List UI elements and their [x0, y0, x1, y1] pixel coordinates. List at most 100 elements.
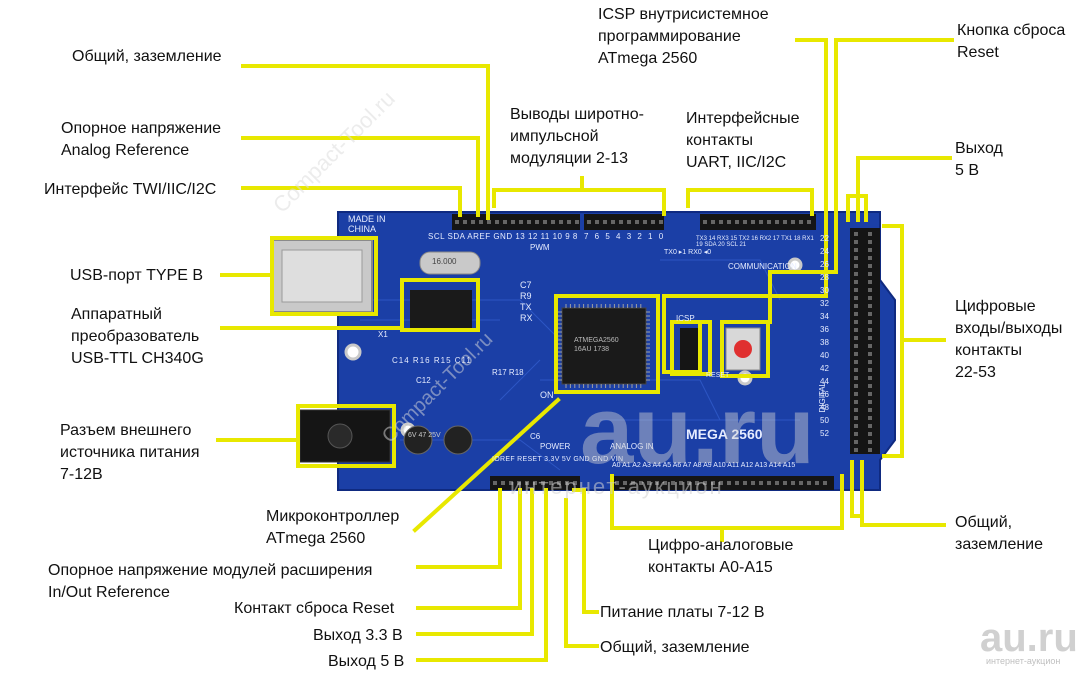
- pin-hole: [711, 220, 715, 224]
- board-icsp: ICSP: [676, 314, 695, 323]
- pin-hole: [541, 481, 545, 485]
- pin-hole: [643, 220, 647, 224]
- label-out5-right: Выход 5 В: [955, 138, 1003, 182]
- pin-hole: [759, 481, 763, 485]
- board-text: R18: [508, 368, 524, 377]
- pin-hole: [535, 220, 539, 224]
- pin-hole: [503, 220, 507, 224]
- pin-hole: [615, 481, 619, 485]
- pin-hole: [791, 481, 795, 485]
- label-line: источника питания: [60, 444, 200, 461]
- pin-hole: [854, 368, 858, 372]
- label-line: ATmega 2560: [598, 50, 698, 67]
- board-made-in: MADE IN CHINA: [348, 214, 386, 234]
- pin-hole: [854, 352, 858, 356]
- pin-hole: [557, 481, 561, 485]
- pin-hole: [525, 481, 529, 485]
- pin-hole: [854, 392, 858, 396]
- label-line: ICSP внутрисистемное: [598, 6, 769, 23]
- board-comm-pins: TX3 14 RX3 15 TX2 16 RX2 17 TX1 18 RX1 1…: [696, 236, 814, 248]
- pin-hole: [767, 481, 771, 485]
- label-line: Опорное напряжение модулей расширения: [48, 562, 373, 579]
- label-power-jack: Разъем внешнего источника питания 7-12В: [60, 420, 200, 486]
- pin-hole: [868, 392, 872, 396]
- board-digital-numbers: 22 24 26 28 30 32 34 36 38 40 42 44 46 4…: [820, 234, 829, 438]
- board-c6: C6: [530, 432, 541, 441]
- pin-hole: [471, 220, 475, 224]
- pin-hole: [868, 288, 872, 292]
- pin-hole: [868, 320, 872, 324]
- pin-hole: [783, 220, 787, 224]
- label-out5-bottom: Выход 5 В: [328, 651, 404, 673]
- pin-hole: [727, 220, 731, 224]
- label-line: Reset: [957, 44, 999, 61]
- label-line: Выход: [955, 140, 1003, 157]
- label-line: программирование: [598, 28, 741, 45]
- pin-hole: [743, 220, 747, 224]
- board-text: CHINA: [348, 224, 377, 234]
- label-line: Микроконтроллер: [266, 508, 400, 525]
- pin-hole: [663, 481, 667, 485]
- pin-hole: [567, 220, 571, 224]
- watermark-corner-sub: интернет-аукцион: [986, 656, 1061, 666]
- pin-hole: [573, 481, 577, 485]
- pin-hole: [635, 220, 639, 224]
- pin-hole: [543, 220, 547, 224]
- board-communication: COMMUNICATION: [728, 262, 797, 271]
- label-aref: Опорное напряжение Analog Reference: [61, 118, 221, 162]
- pin-hole: [659, 220, 663, 224]
- pin-hole: [868, 424, 872, 428]
- pin-hole: [799, 220, 803, 224]
- pin-hole: [671, 481, 675, 485]
- board-power: POWER: [540, 442, 571, 451]
- pin-hole: [854, 416, 858, 420]
- label-pwm: Выводы широтно- импульсной модуляции 2-1…: [510, 104, 644, 170]
- dc-jack-pin: [327, 423, 353, 449]
- pin-hole: [868, 368, 872, 372]
- label-line: Общий, заземление: [72, 48, 222, 65]
- board-text: R17: [492, 368, 507, 377]
- label-line: USB-TTL CH340G: [71, 350, 204, 367]
- label-line: Выход 5 В: [328, 653, 405, 670]
- pin-hole: [868, 264, 872, 268]
- pin-hole: [751, 220, 755, 224]
- pin-hole: [627, 220, 631, 224]
- pin-hole: [623, 481, 627, 485]
- label-line: Питание платы 7-12 В: [600, 604, 765, 621]
- label-gnd-right: Общий, заземление: [955, 512, 1043, 556]
- pin-hole: [703, 481, 707, 485]
- label-out33: Выход 3.3 В: [313, 625, 403, 647]
- header-top-left: [452, 214, 580, 230]
- pin-hole: [799, 481, 803, 485]
- pin-hole: [495, 220, 499, 224]
- atmega2560-chip: [561, 307, 647, 385]
- board-top-pins: SCL SDA AREF GND 13 12 11 10 9 8: [428, 232, 578, 241]
- pin-hole: [767, 220, 771, 224]
- pin-hole: [719, 220, 723, 224]
- watermark-center: au.ru: [580, 377, 815, 484]
- label-twi: Интерфейс TWI/IIC/I2C: [44, 179, 216, 201]
- board-text: 25V: [428, 432, 441, 439]
- board-led-labels: C7 R9 TX RX: [520, 280, 533, 324]
- pin-hole: [854, 408, 858, 412]
- board-reset: RESET: [706, 372, 730, 379]
- board-text: ATMEGA2560: [574, 337, 619, 344]
- pin-hole: [775, 481, 779, 485]
- pin-hole: [868, 376, 872, 380]
- pin-hole: [868, 272, 872, 276]
- board-text: C11: [454, 356, 472, 365]
- pin-hole: [551, 220, 555, 224]
- pin-hole: [854, 240, 858, 244]
- pin-hole: [455, 220, 459, 224]
- board-text: R16: [412, 356, 431, 365]
- pin-hole: [519, 220, 523, 224]
- pin-hole: [854, 232, 858, 236]
- label-line: Аппаратный: [71, 306, 162, 323]
- pin-hole: [807, 220, 811, 224]
- pin-hole: [783, 481, 787, 485]
- label-line: Разъем внешнего: [60, 422, 192, 439]
- label-line: модуляции 2-13: [510, 150, 629, 167]
- pin-hole: [647, 481, 651, 485]
- label-line: Опорное напряжение: [61, 120, 222, 137]
- pin-hole: [854, 280, 858, 284]
